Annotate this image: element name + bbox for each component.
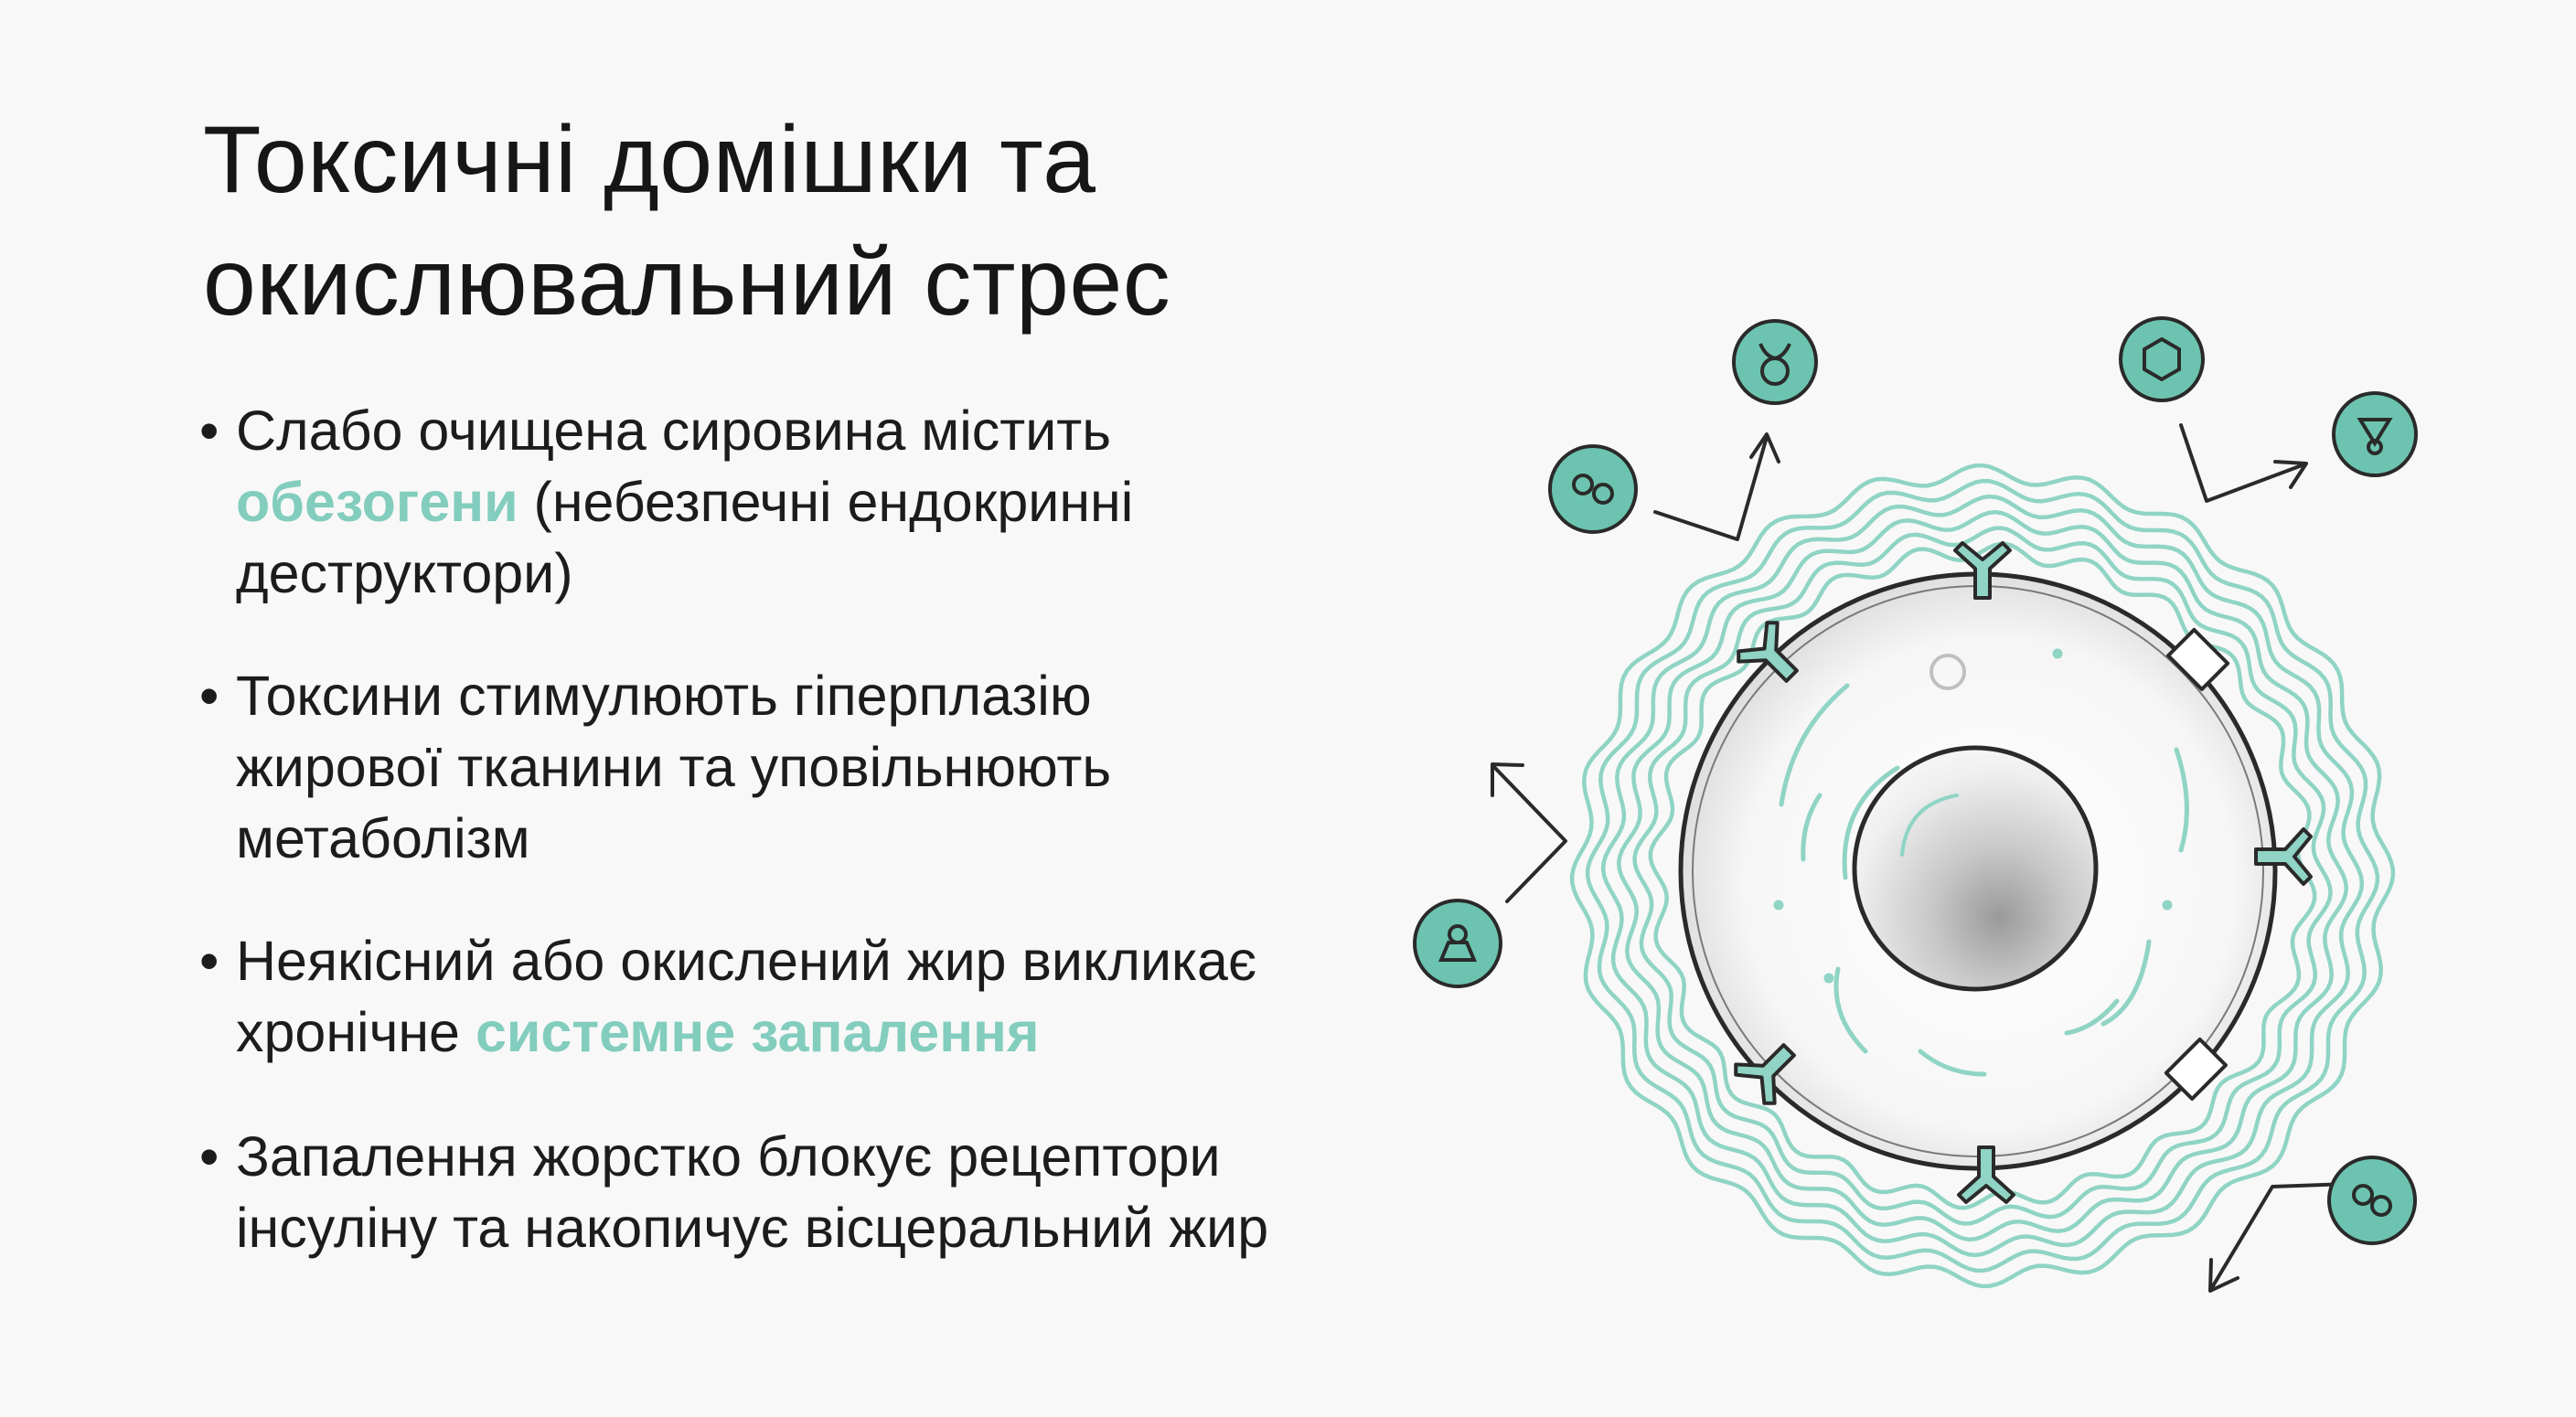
title-line-2: окислювальний стрес	[203, 229, 1171, 336]
linked-rings-icon	[1548, 444, 1638, 534]
bullet-dot: •	[199, 665, 219, 727]
bullet-line: інсуліну та накопичує вісцеральний жир	[236, 1197, 1269, 1259]
slide-title: Токсичні домішки та окислювальний стрес	[203, 99, 1392, 344]
bullet-item-inflammation: • Неякісний або окислений жир викликає х…	[199, 925, 1256, 1068]
highlight-systemic-inflammation: системне запалення	[475, 1001, 1040, 1063]
bullet-item-insulin: • Запалення жорстко блокує рецептори інс…	[199, 1121, 1268, 1263]
membrane-wave-ring	[1616, 509, 2349, 1242]
cell-diagram	[1413, 316, 2418, 1293]
bullet-dot: •	[199, 1125, 219, 1188]
membrane-wave-ring	[1569, 463, 2396, 1289]
bullet-line: Запалення жорстко блокує рецептори	[236, 1125, 1221, 1188]
bullet-dot: •	[199, 930, 219, 992]
title-line-1: Токсичні домішки та	[203, 107, 1096, 213]
bullet-line: Слабо очищена сировина містить	[236, 400, 1111, 462]
receptors	[1734, 541, 2313, 1204]
bullet-line: обезогени (небезпечні ендокринні	[236, 466, 1133, 538]
bullet-item-obesogens: • Слабо очищена сировина містить обезоге…	[199, 395, 1133, 609]
person-silhouette-icon	[1413, 899, 1502, 988]
nucleus	[1852, 745, 2099, 992]
bullet-line: Неякісний або окислений жир викликає	[236, 930, 1257, 992]
linked-rings-icon	[2327, 1156, 2417, 1245]
taurus-symbol-icon	[1732, 319, 1818, 405]
bullet-line: метаболізм	[236, 807, 530, 869]
highlight-obesogens: обезогени	[236, 471, 518, 533]
membrane-wave-ring	[1648, 541, 2317, 1210]
arrows	[1491, 423, 2352, 1293]
hexagon-molecule-icon	[2119, 316, 2205, 402]
membrane-wave-ring	[1600, 494, 2365, 1258]
membrane-wave-ring	[1585, 478, 2380, 1273]
bullet-text: (небезпечні ендокринні	[518, 471, 1134, 533]
triangle-flask-icon	[2332, 391, 2418, 477]
bullet-line: хронічне системне запалення	[236, 996, 1256, 1068]
bullet-line: деструктори)	[236, 542, 573, 604]
organelles	[1773, 648, 2189, 1077]
membrane-waves	[1569, 463, 2396, 1289]
bullet-line: жирової тканини та уповільнюють	[236, 736, 1112, 798]
bullet-dot: •	[199, 400, 219, 462]
bullet-text: хронічне	[236, 1001, 476, 1063]
membrane-wave-ring	[1632, 526, 2333, 1226]
bullet-line: Токсини стимулюють гіперплазію	[236, 665, 1092, 727]
bullet-item-toxins: • Токсини стимулюють гіперплазію жирової…	[199, 660, 1111, 874]
nucleus-highlight	[1900, 794, 1959, 857]
